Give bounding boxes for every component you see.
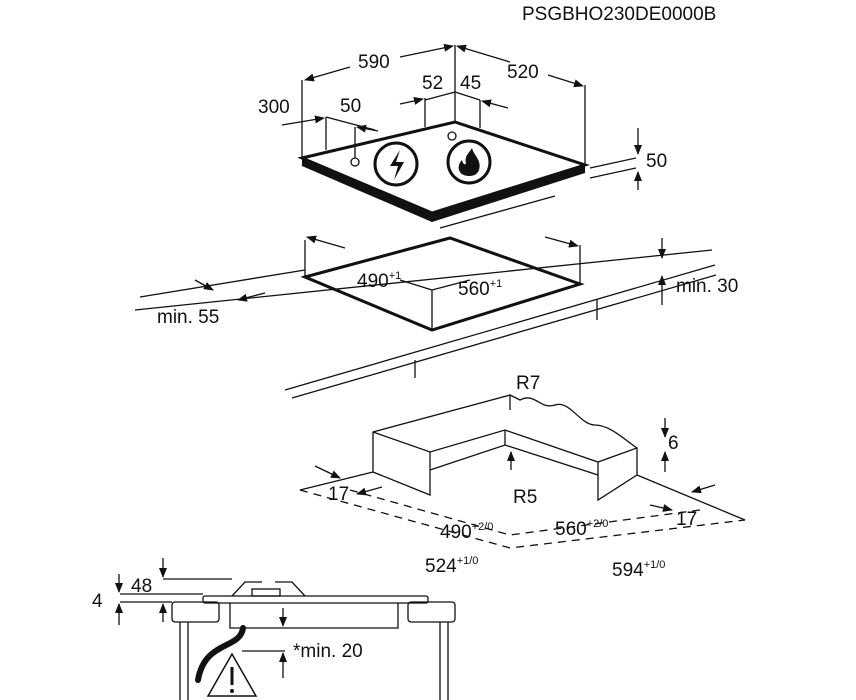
dim-52-label: 52	[422, 73, 443, 94]
outer-width-label: 594+1/0	[612, 559, 665, 581]
hob-width-label: 590	[358, 52, 390, 73]
radius-outer-label: R7	[516, 373, 540, 394]
hob-depth-label: 520	[507, 62, 539, 83]
groove-depth-label: 6	[668, 433, 679, 454]
inner-width-label: 560+2/0	[555, 518, 608, 540]
outer-depth-label: 524+1/0	[425, 555, 478, 577]
hob-height-label: 50	[646, 151, 667, 172]
cutout-width-label: 560+1	[458, 278, 502, 300]
corner-detail-illustration: R7 R5 6 17 17 490+2/0 560+2/0 524+1/0 59…	[299, 373, 746, 581]
warning-triangle-icon	[206, 652, 258, 697]
section-illustration: 4 48 *min. 20	[92, 558, 456, 700]
cutout-depth-label: 490+1	[357, 270, 401, 292]
gas-flame-symbol-icon	[446, 139, 492, 185]
dim-45-label: 45	[460, 73, 481, 94]
cutout-illustration: 490+1 560+1 min. 30 min. 55	[134, 235, 738, 399]
radius-inner-label: R5	[513, 487, 537, 508]
drawing-code: PSGBHO230DE0000B	[522, 4, 716, 25]
electric-symbol-icon	[373, 141, 419, 187]
dim-4-label: 4	[92, 591, 103, 612]
hob-illustration: 590 520 52 45 300 50 50	[258, 43, 667, 229]
edge-right-label: 17	[676, 509, 697, 530]
dim-50-left-label: 50	[340, 96, 361, 117]
min-back-clearance-label: min. 30	[676, 276, 738, 297]
dim-48-label: 48	[131, 576, 152, 597]
inner-depth-label: 490+2/0	[440, 521, 493, 543]
min-clearance-label: *min. 20	[293, 641, 363, 662]
min-front-clearance-label: min. 55	[157, 307, 219, 328]
edge-left-label: 17	[328, 484, 349, 505]
dim-300-label: 300	[258, 97, 290, 118]
